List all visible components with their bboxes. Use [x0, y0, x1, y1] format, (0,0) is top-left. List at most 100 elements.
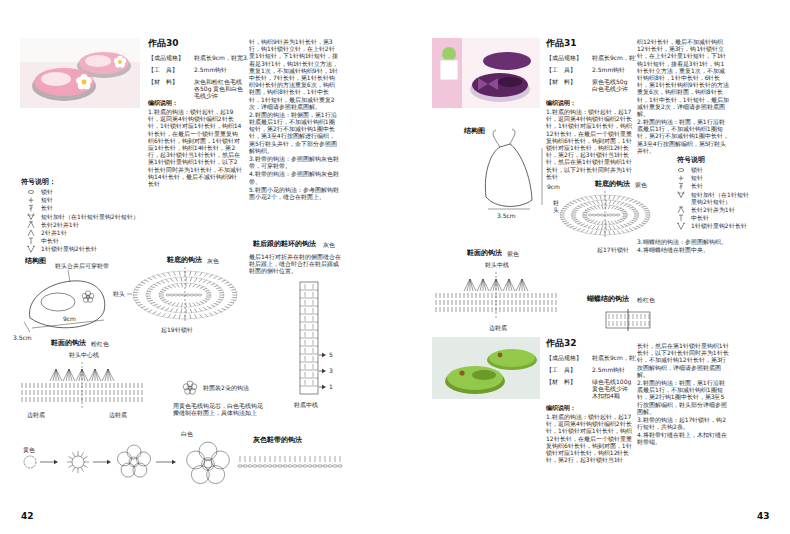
sole-chart-part — [221, 280, 225, 282]
sole-chart-part — [621, 217, 625, 219]
flower-steps-chart-part — [202, 458, 215, 471]
shoe-structure-drawing-part — [68, 270, 70, 282]
sole-chart-part — [608, 214, 612, 216]
sole-chart-part — [190, 294, 194, 296]
product-photo-part — [478, 78, 488, 90]
sole-chart-part — [602, 205, 603, 209]
sole-chart-part — [172, 285, 176, 288]
instruction-text: 2.鞋面的钩法：鞋面，第1行沿鞋底最后1行，不加减针钩织1圈短针，第2行不加减针… — [636, 118, 730, 154]
upper-chart-part — [492, 307, 493, 312]
product-photo-part — [34, 68, 94, 96]
strap-chart-part — [275, 456, 276, 462]
legend-text: 1针锁针里钩2针长针 — [690, 222, 754, 229]
sole-chart-part — [196, 302, 200, 304]
strap-chart-part — [238, 465, 242, 467]
upper-chart-part — [58, 383, 59, 388]
sole-chart-part — [609, 200, 611, 204]
sole-chart-part — [583, 214, 587, 215]
upper-chart-part — [126, 397, 127, 402]
sole-chart-part — [146, 293, 150, 294]
upper-chart-part — [556, 293, 557, 298]
chart-note: 起17针锁针 — [596, 246, 630, 253]
spec-key: 【成品规格】 — [545, 54, 583, 61]
sole-chart-part — [588, 202, 592, 205]
sole-chart-part — [592, 201, 595, 204]
upper-chart-part — [488, 293, 489, 298]
sole-chart-part — [227, 304, 231, 306]
sole-chart-part — [206, 296, 210, 297]
sole-chart-part — [193, 303, 196, 306]
strap-chart-part — [313, 465, 317, 467]
sole-chart-part — [620, 219, 624, 220]
upper-chart-part — [440, 293, 441, 298]
sole-chart-part — [621, 211, 625, 213]
upper-chart-part — [70, 390, 71, 395]
legend-text: 锁针 — [690, 166, 754, 173]
sole-chart-part — [633, 227, 637, 229]
upper-chart-part — [53, 369, 56, 381]
strap-chart-part — [338, 465, 342, 467]
sole-chart-part — [209, 275, 213, 278]
product-photo-part — [20, 38, 140, 62]
flower-steps-chart-part — [67, 462, 72, 463]
sole-chart-part — [195, 272, 197, 276]
flower-icon-part — [189, 388, 195, 394]
strap-chart-part — [303, 465, 307, 467]
strap-chart-part — [310, 456, 311, 462]
instruction-text: 织12针长针，最后不加减针钩织12针长针，第3行，钩1针锁针立针，在上针2针里1… — [636, 38, 730, 117]
sole-chart-part — [160, 291, 164, 293]
upper-chart-part — [456, 307, 457, 312]
heel-loop-chart-part — [322, 369, 326, 373]
sole-chart-part — [625, 198, 629, 201]
upper-chart-part — [468, 300, 469, 305]
upper-chart-part — [483, 279, 489, 291]
heel-loop-chart-part — [313, 292, 314, 297]
stitch-symbol-part — [31, 205, 32, 211]
upper-chart-part — [54, 397, 55, 402]
stitch-symbol-part — [29, 205, 33, 206]
sole-chart-part — [186, 277, 187, 281]
legend-text: 短针加针（在1针短针里钩2针短针） — [690, 191, 754, 205]
product-photo — [432, 337, 540, 399]
flower-steps-chart-part — [81, 452, 84, 456]
sole-chart-part — [629, 207, 633, 208]
stitch-symbol-part — [683, 223, 685, 224]
upper-chart-part — [22, 397, 23, 402]
product-photo-part — [498, 77, 522, 87]
upper-chart-part — [110, 390, 111, 395]
sole-chart-part — [605, 191, 606, 239]
upper-chart-part — [480, 307, 481, 312]
legend-text: 1针锁针里钩2针长针 — [40, 245, 142, 252]
chart-title: 鞋面的钩法 — [50, 339, 87, 347]
sole-chart-part — [231, 299, 235, 300]
stitch-symbol-part — [681, 176, 682, 181]
flower-steps-chart-part — [156, 462, 173, 463]
upper-chart-part — [69, 369, 75, 381]
sole-chart-part — [571, 213, 575, 214]
flower-steps-chart-part — [129, 457, 139, 467]
sole-chart-part — [157, 313, 161, 316]
upper-chart-part — [508, 300, 509, 305]
upper-chart-part — [556, 300, 557, 305]
color-note: 灰色 — [206, 257, 220, 264]
product-photo-part — [442, 47, 456, 61]
sole-chart-part — [611, 221, 614, 224]
strap-chart-part — [240, 456, 241, 462]
upper-chart-part — [472, 300, 473, 305]
legend-text: 短针 — [690, 174, 754, 181]
sole-chart-part — [571, 215, 575, 216]
strap-chart-part — [270, 456, 271, 462]
spec-value: 2.5mm钩针 — [193, 66, 228, 73]
flower-steps-chart-part — [191, 466, 209, 484]
strap-chart-part — [245, 456, 246, 462]
sole-chart-part — [214, 285, 218, 286]
heel-loop-chart-part — [300, 322, 318, 323]
stitch-symbol-part — [679, 183, 683, 184]
bow-chart-part — [633, 314, 634, 319]
strap-chart-part — [323, 465, 327, 467]
upper-chart-part — [452, 300, 453, 305]
upper-chart-part — [138, 397, 139, 402]
sole-chart-part — [220, 295, 225, 296]
upper-chart-part — [492, 300, 493, 305]
instruction-text: 3.鞋带的钩法：起17针锁针，钩2行短针，共钩2条。 — [636, 416, 730, 430]
